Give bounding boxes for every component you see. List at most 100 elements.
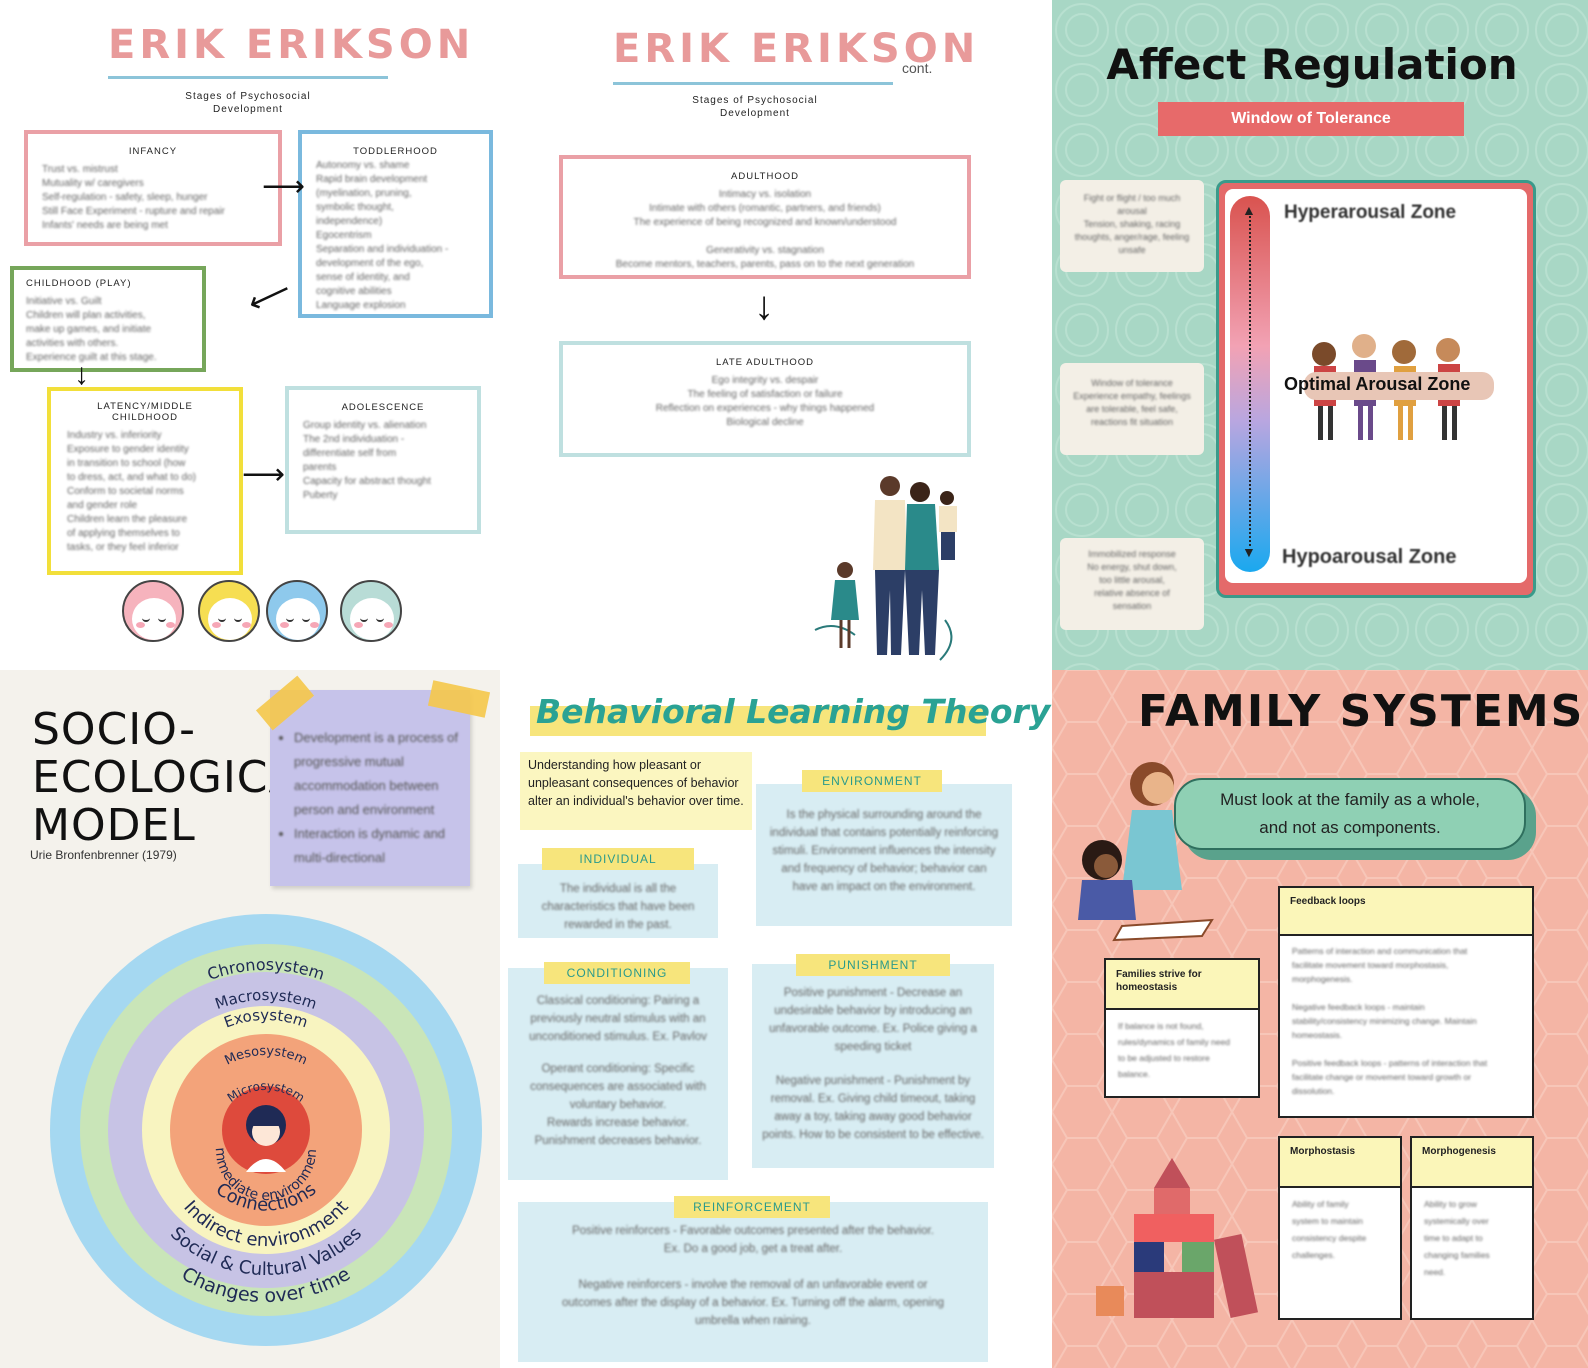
side-card-hypo: Immobilized response No energy, shut down… [1060, 538, 1204, 630]
hypoarousal-label: Hypoarousal Zone [1282, 546, 1457, 568]
text-line: reactions fit situation [1090, 417, 1174, 427]
text-line: make up games, and initiate [26, 324, 152, 335]
text-line: Puberty [303, 490, 338, 501]
erikson-cont-panel: ERIK ERIKSON cont. Stages of Psychosocia… [525, 0, 1052, 670]
text-line: Immobilized response [1088, 549, 1176, 559]
erikson-panel: ERIK ERIKSON Stages of Psychosocial Deve… [0, 0, 525, 670]
text-line: No energy, shut down, [1087, 562, 1177, 572]
affect-regulation-panel: Affect Regulation Window of Tolerance Fi… [1052, 0, 1588, 670]
arrow-down-left-icon: ⟵ [242, 272, 296, 321]
text-line: symbolic thought, [316, 202, 394, 213]
toy-blocks-illustration [1096, 1158, 1259, 1319]
arrow-down-icon: ▼ [1242, 544, 1256, 560]
kids-holding-sign-illustration [1304, 334, 1494, 440]
text-line: Intimate with others (romantic, partners… [649, 203, 881, 214]
text-line: too little arousal, [1099, 575, 1165, 585]
family-illustration [814, 476, 957, 661]
text-line: parents [303, 462, 337, 473]
person-icon [246, 1105, 286, 1172]
sticky-note: Development is a process of progressive … [270, 690, 470, 886]
note-item: Interaction is dynamic and multi-directi… [294, 822, 462, 870]
family-systems-panel: FAMILY SYSTEMS Must look at the family a… [1052, 670, 1588, 1368]
text-line: balance. [1118, 1069, 1151, 1079]
text-line: time to adapt to [1424, 1233, 1483, 1243]
text-line: Mutuality w/ caregivers [42, 178, 144, 189]
text-line: consistency despite [1292, 1233, 1367, 1243]
text-line: Ability to grow [1424, 1199, 1477, 1209]
text-line: Egocentrism [316, 230, 372, 241]
note-item: Development is a process of progressive … [294, 726, 462, 822]
text-line: facilitate change or movement toward gro… [1292, 1072, 1472, 1082]
card-homeostasis: Families strive for homeostasis If balan… [1104, 958, 1260, 1098]
text-line: Initiative vs. Guilt [26, 296, 102, 307]
text-line: changing families [1424, 1250, 1490, 1260]
card-conditioning: Classical conditioning: Pairing a previo… [508, 968, 728, 1180]
text-line: system to maintain [1292, 1216, 1363, 1226]
behavioral-title-highlight [530, 706, 986, 736]
text-line: Positive feedback loops - patterns of in… [1292, 1058, 1488, 1068]
text-line: cognitive abilities [316, 286, 392, 297]
text-line: Separation and individuation - [316, 244, 449, 255]
text-line: Experience empathy, feelings [1073, 391, 1191, 401]
text-line: Tension, shaking, racing [1083, 219, 1181, 229]
card-environment: Is the physical surrounding around the i… [756, 784, 1012, 926]
text-line: The experience of being recognized and k… [633, 217, 897, 228]
card-punishment: Positive punishment - Decrease an undesi… [752, 964, 994, 1168]
text-line: arousal [1117, 206, 1147, 216]
text-line: Ego integrity vs. despair [711, 375, 819, 386]
text-line: Capacity for abstract thought [303, 476, 431, 487]
text-line: Biological decline [726, 417, 804, 428]
text-line: thoughts, anger/rage, feeling [1074, 232, 1190, 242]
text-line: to dress, act, and what to do) [67, 472, 196, 483]
affect-title: Affect Regulation [1106, 40, 1518, 89]
text-line: Generativity vs. stagnation [706, 245, 824, 256]
card-individual: The individual is all the characteristic… [518, 864, 718, 938]
text-line: unsafe [1118, 245, 1146, 255]
text-line: dissolution. [1292, 1086, 1335, 1096]
child-face-pink-icon [122, 580, 184, 642]
text-line [1292, 1042, 1520, 1056]
tag-individual: INDIVIDUAL [542, 848, 694, 870]
erikson-cont-subtitle: Stages of Psychosocial Development [692, 95, 818, 119]
text-line: Self-regulation - safety, sleep, hunger [42, 192, 208, 203]
text-line: of applying themselves to [67, 528, 180, 539]
text-line: Become mentors, teachers, parents, pass … [615, 259, 915, 270]
tag-conditioning: CONDITIONING [544, 962, 690, 984]
arrow-right-icon: ⟶ [242, 458, 286, 491]
socio-author: Urie Bronfenbrenner (1979) [30, 848, 177, 862]
title-underline [108, 76, 388, 79]
text-line: The 2nd individuation - [303, 434, 405, 445]
text-line: Language explosion [316, 300, 406, 311]
arrow-down-icon: ↓ [754, 284, 774, 328]
text-line: Negative feedback loops - maintain [1292, 1002, 1425, 1012]
text-line: stability/consistency minimizing change.… [1292, 1016, 1477, 1026]
text-line: Trust vs. mistrust [42, 164, 118, 175]
text-line: tasks, or they feel inferior [67, 542, 179, 553]
arrow-right-icon: ⟶ [262, 170, 306, 203]
text-line: are tolerable, feel safe, [1086, 404, 1178, 414]
text-line: need. [1424, 1267, 1446, 1277]
text-line: Children will plan activities, [26, 310, 146, 321]
text-line: Autonomy vs. shame [316, 160, 410, 171]
tag-punishment: PUNISHMENT [796, 954, 950, 976]
speech-bubble: Must look at the family as a whole, and … [1174, 778, 1526, 850]
text-line: rules/dynamics of family need [1118, 1037, 1230, 1047]
tag-environment: ENVIRONMENT [802, 770, 942, 792]
text-line: Ability of family [1292, 1199, 1349, 1209]
text-line: challenges. [1292, 1250, 1336, 1260]
text-line: Conform to societal norms [67, 486, 184, 497]
cont-label: cont. [902, 60, 933, 76]
child-face-blue-icon [266, 580, 328, 642]
text-line: morphogenesis. [1292, 974, 1353, 984]
